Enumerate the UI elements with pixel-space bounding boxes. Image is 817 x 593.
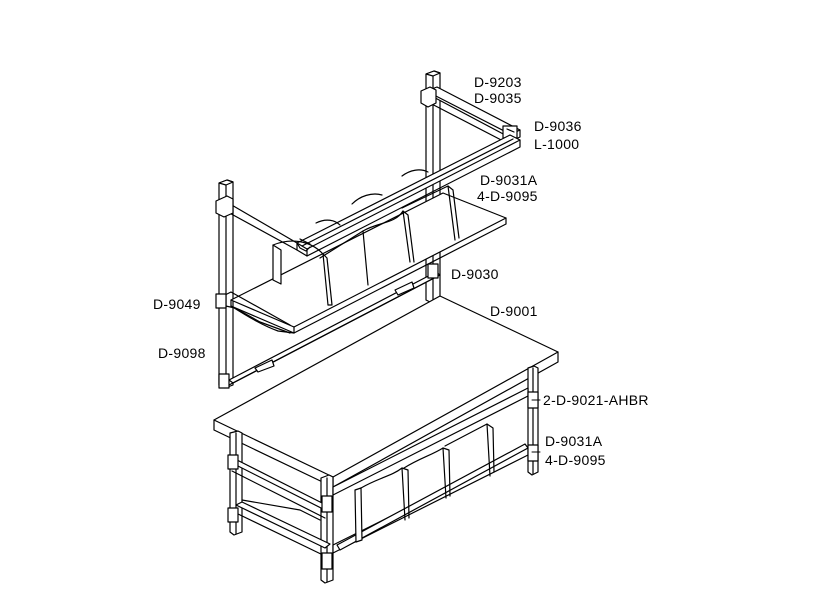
light-fixture bbox=[216, 87, 520, 256]
label-worktop: D-9001 bbox=[490, 303, 538, 319]
label-top-frame-a: D-9203 bbox=[474, 74, 522, 90]
label-upper-shelf-a: D-9031A bbox=[480, 172, 538, 188]
label-lower-shelf-b: 4-D-9095 bbox=[545, 452, 606, 468]
label-legs: 2-D-9021-AHBR bbox=[543, 392, 649, 408]
label-top-frame-b: D-9035 bbox=[474, 90, 522, 106]
label-upright-bracket: D-9098 bbox=[158, 345, 206, 361]
leader-lines bbox=[532, 400, 540, 452]
label-upper-shelf-b: 4-D-9095 bbox=[477, 188, 538, 204]
label-light-b: L-1000 bbox=[534, 136, 580, 152]
label-lower-shelf-a: D-9031A bbox=[545, 433, 603, 449]
shelf-bracket bbox=[216, 292, 290, 333]
label-rail: D-9030 bbox=[451, 266, 499, 282]
label-shelf-bracket: D-9049 bbox=[153, 296, 201, 312]
rail bbox=[219, 264, 440, 388]
label-light-a: D-9036 bbox=[534, 118, 582, 134]
lower-shelf bbox=[337, 424, 528, 550]
